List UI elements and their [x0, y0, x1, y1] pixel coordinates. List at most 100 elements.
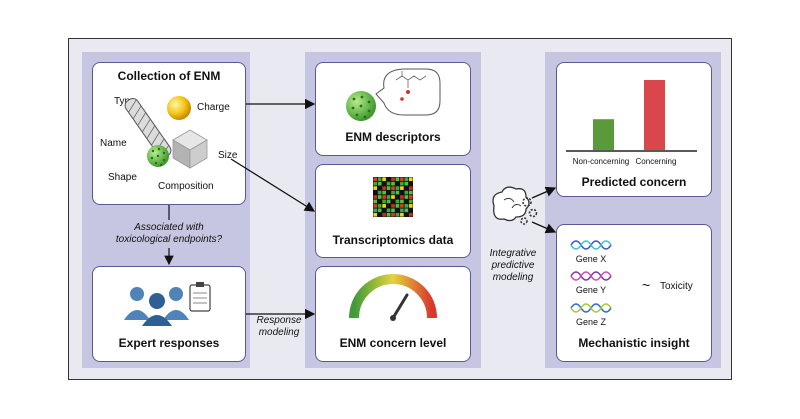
response-modeling-label: Response modeling [254, 315, 304, 339]
heatmap-icon [373, 177, 413, 217]
heatmap-cell [391, 181, 395, 186]
heatmap-cell [400, 208, 404, 213]
heatmap-cell [400, 186, 404, 190]
heatmap-cell [395, 212, 400, 217]
heatmap-cell [373, 199, 378, 204]
cube-icon [172, 129, 208, 169]
heatmap-cell [373, 181, 378, 186]
label-size: Size [218, 150, 238, 161]
heatmap-cell [373, 195, 378, 199]
transcriptomics-title: Transcriptomics data [332, 233, 454, 247]
heatmap-cell [377, 190, 382, 195]
heatmap-cell [400, 177, 404, 182]
heatmap-cell [391, 212, 395, 217]
label-composition: Composition [158, 181, 214, 192]
heatmap-cell [395, 190, 400, 195]
heatmap-cell [408, 212, 413, 217]
green-particle-icon [147, 145, 169, 167]
heatmap-cell [395, 199, 400, 204]
tilde-symbol: ~ [642, 277, 650, 293]
heatmap-cell [386, 186, 391, 190]
concern-bar-chart: Non-concerning Concerning [566, 80, 697, 166]
heatmap-cell [404, 208, 409, 213]
heatmap-cell [377, 204, 382, 208]
heatmap-cell [382, 190, 386, 195]
dna-z-icon [570, 303, 612, 313]
heatmap-cell [395, 177, 400, 182]
heatmap-cell [386, 208, 391, 213]
dna-x-icon [570, 240, 612, 250]
label-charge: Charge [197, 102, 230, 113]
heatmap-cell [404, 181, 409, 186]
heatmap-cell [373, 186, 378, 190]
heatmap-cell [400, 199, 404, 204]
heatmap-cell [395, 204, 400, 208]
predicted-title: Predicted concern [581, 175, 687, 189]
question-line1: Associated with [134, 222, 204, 233]
heatmap-cell [386, 181, 391, 186]
descriptors-title: ENM descriptors [345, 130, 441, 144]
heatmap-cell [400, 212, 404, 217]
heatmap-cell [382, 204, 386, 208]
integrative-modeling-label: Integrative predictive modeling [480, 248, 546, 284]
heatmap-cell [391, 190, 395, 195]
label-shape: Shape [108, 172, 137, 183]
oxygen-atom-icon [406, 90, 410, 94]
heatmap-cell [408, 204, 413, 208]
heatmap-cell [373, 212, 378, 217]
bar-label-non-concerning: Non-concerning [573, 157, 629, 166]
integrative-line1: Integrative [489, 248, 537, 259]
heatmap-cell [408, 190, 413, 195]
label-name: Name [100, 138, 127, 149]
heatmap-cell [382, 177, 386, 182]
heatmap-cell [400, 195, 404, 199]
descriptor-particle-icon [346, 91, 376, 121]
heatmap-cell [408, 195, 413, 199]
heatmap-cell [377, 195, 382, 199]
heatmap-cell [395, 186, 400, 190]
heatmap-cell [386, 199, 391, 204]
bar-label-concerning: Concerning [636, 157, 677, 166]
heatmap-cell [404, 195, 409, 199]
gold-sphere-icon [167, 96, 191, 120]
heatmap-cell [377, 208, 382, 213]
heatmap-cell [391, 195, 395, 199]
heatmap-cell [408, 177, 413, 182]
heatmap-cell [386, 195, 391, 199]
arrow-to-predicted [531, 186, 557, 199]
oxygen-atom-icon-2 [400, 97, 404, 101]
association-question: Associated with toxicological endpoints? [92, 222, 246, 246]
gauge-icon [349, 274, 437, 321]
heatmap-cell [373, 204, 378, 208]
concern-level-title: ENM concern level [339, 336, 447, 350]
question-line2: toxicological endpoints? [115, 234, 223, 245]
heatmap-cell [382, 199, 386, 204]
heatmap-cell [408, 186, 413, 190]
heatmap-cell [373, 208, 378, 213]
heatmap-cell [391, 186, 395, 190]
heatmap-cell [391, 208, 395, 213]
heatmap-cell [391, 204, 395, 208]
collection-title: Collection of ENM [117, 69, 221, 83]
dna-y-icon [570, 271, 612, 281]
heatmap-cell [404, 190, 409, 195]
collection-card [92, 62, 246, 205]
heatmap-cell [382, 212, 386, 217]
bar-concerning [644, 80, 665, 150]
arrow-to-mechanistic [531, 221, 557, 234]
heatmap-cell [404, 177, 409, 182]
experts-icon [124, 282, 211, 326]
gene-z-label: Gene Z [576, 317, 607, 327]
toxicity-label: Toxicity [660, 281, 693, 292]
bar-non-concerning [593, 119, 614, 150]
brain-gears-icon [492, 186, 538, 225]
heatmap-cell [382, 195, 386, 199]
response-line1: Response [256, 315, 302, 326]
heatmap-cell [377, 177, 382, 182]
response-line2: modeling [258, 327, 300, 338]
predicted-card [556, 62, 712, 197]
heatmap-cell [377, 181, 382, 186]
mechanistic-title: Mechanistic insight [578, 336, 690, 350]
heatmap-cell [408, 199, 413, 204]
